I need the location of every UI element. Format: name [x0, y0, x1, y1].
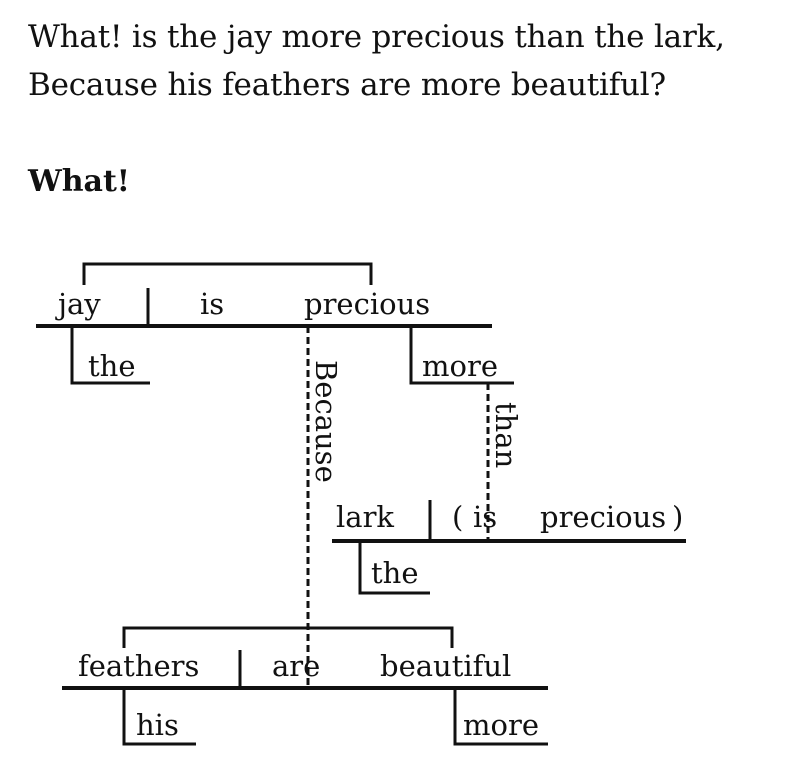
word-the-comparison: the [371, 556, 419, 590]
subordinate-compound-bracket [122, 626, 454, 648]
word-feathers: feathers [78, 649, 199, 683]
main-predicate-modifier-line [409, 326, 514, 385]
word-than: than [489, 402, 523, 468]
word-his: his [136, 708, 179, 742]
open-paren: ( [452, 500, 463, 534]
close-paren: ) [672, 500, 683, 534]
word-precious: precious [304, 287, 430, 321]
word-because: Because [309, 360, 343, 483]
subordinate-predicate-modifier-line [453, 688, 548, 746]
word-is-comparison: is [473, 500, 497, 534]
word-the-main: the [88, 349, 136, 383]
word-more-main: more [422, 349, 498, 383]
word-precious-comparison: precious [540, 500, 666, 534]
word-jay: jay [55, 287, 101, 321]
word-beautiful: beautiful [380, 649, 511, 683]
word-are: are [272, 649, 320, 683]
main-subject-modifier-line [70, 326, 150, 385]
diagram-lines [36, 262, 686, 746]
word-more-subordinate: more [463, 708, 539, 742]
sentence-line-2: Because his feathers are more beautiful? [28, 67, 666, 103]
interjection: What! [28, 164, 130, 199]
word-lark: lark [336, 500, 394, 534]
word-is: is [200, 287, 224, 321]
sentence-line-1: What! is the jay more precious than the … [28, 19, 725, 55]
comparison-subject-modifier-line [358, 541, 430, 595]
subordinate-subject-modifier-line [122, 688, 196, 746]
main-compound-bracket [82, 262, 373, 285]
